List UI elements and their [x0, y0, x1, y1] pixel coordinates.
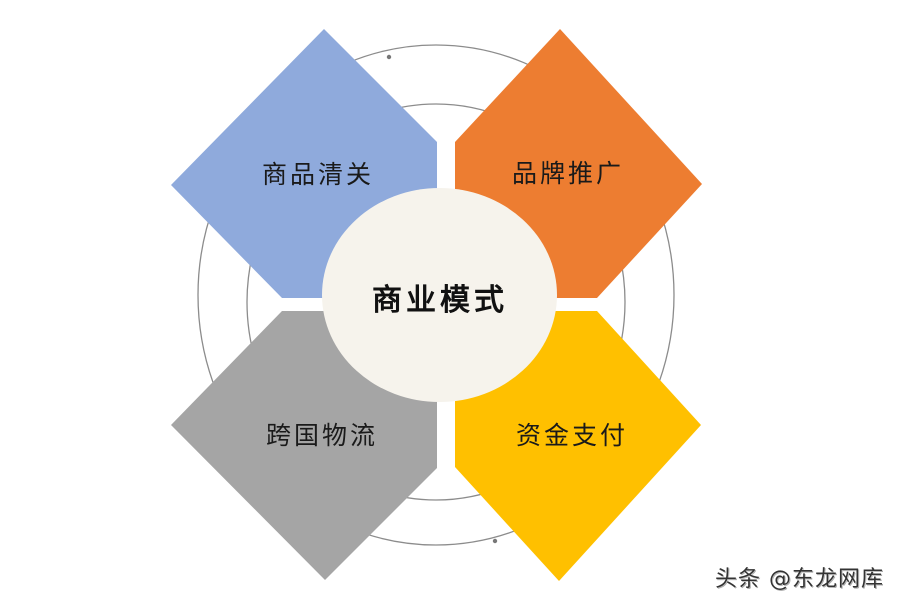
- quadrant-label-bottom-left: 跨国物流: [265, 421, 379, 450]
- quadrant-label-bottom-right: 资金支付: [515, 421, 629, 450]
- outer-ring: [197, 44, 675, 546]
- quadrant-label-top-left: 商品清关: [261, 160, 375, 189]
- inner-ring: [246, 103, 626, 501]
- ring-dot: [386, 54, 392, 60]
- quadrant-label-top-right: 品牌推广: [511, 159, 625, 188]
- watermark: 头条 @东龙网库: [715, 567, 884, 592]
- ring-dot: [492, 538, 498, 544]
- quadrant-shape-bottom-right: [455, 311, 701, 581]
- center-ellipse: [322, 188, 557, 402]
- center-label: 商业模式: [372, 283, 508, 318]
